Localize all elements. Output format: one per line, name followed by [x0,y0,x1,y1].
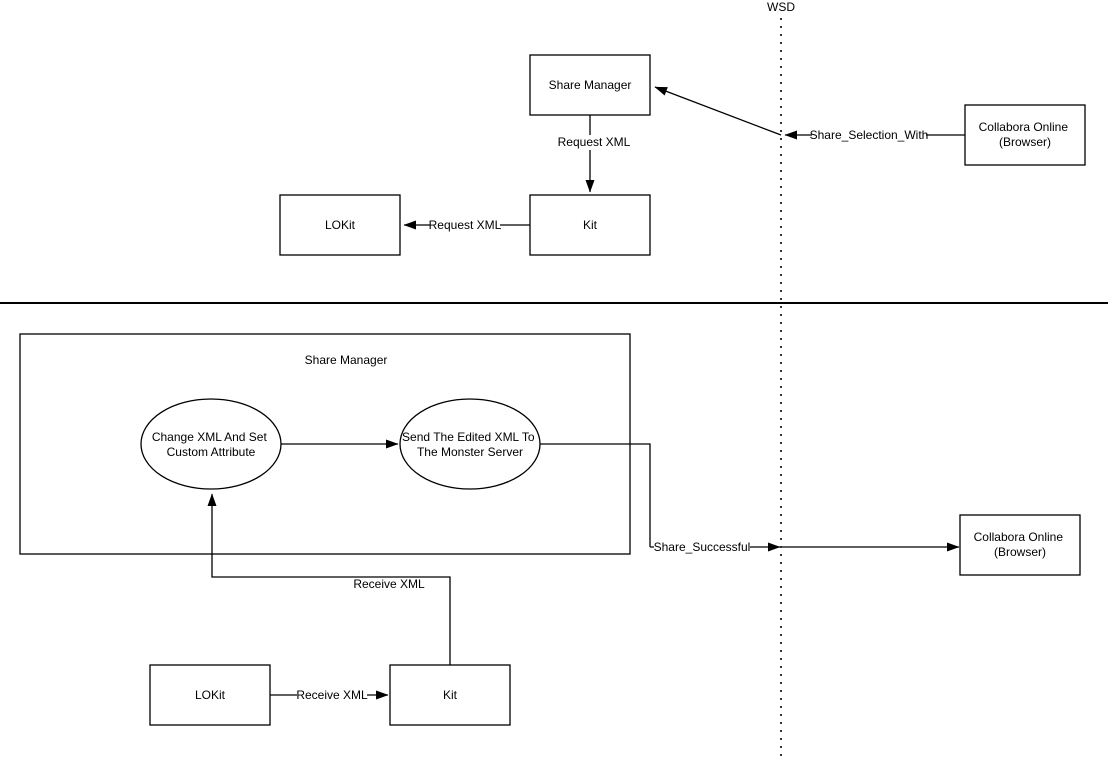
collabora-top-node: Collabora Online (Browser) [964,104,1086,166]
collabora-top-label: Collabora Online (Browser) [979,120,1072,149]
share-successful-label: Share_Successful [654,540,751,554]
request-xml-left-label: Request XML [429,218,502,232]
lokit-bottom-label: LOKit [195,688,226,702]
kit-bottom-box [389,664,511,726]
receive-xml-return-path [207,493,451,665]
collabora-bottom-label: Collabora Online (Browser) [974,530,1067,559]
kit-top-label: Kit [583,218,598,232]
share-successful-label-bg [654,540,750,554]
lokit-bottom-node: LOKit [149,664,271,726]
share-selection-diagonal-arrow [654,86,782,136]
receive-xml-upper-label-bg [354,578,424,591]
lokit-top-box [279,194,401,256]
lokit-bottom-box [149,664,271,726]
change-xml-ellipse-node: Change XML And Set Custom Attribute [140,398,282,490]
lokit-top-label: LOKit [325,218,356,232]
collabora-bottom-box [959,514,1081,576]
receive-xml-lower-label-bg [297,688,367,702]
collabora-bottom-node: Collabora Online (Browser) [959,514,1081,576]
share-manager-top-node: Share Manager [529,54,651,116]
share-manager-container-label: Share Manager [305,353,388,367]
request-xml-down-label-bg [557,135,631,150]
request-xml-down-label: Request XML [558,135,631,149]
wsd-label: WSD [767,0,795,14]
share-manager-top-label: Share Manager [549,78,632,92]
kit-bottom-label: Kit [443,688,458,702]
share-successful-path [540,443,651,547]
lokit-top-node: LOKit [279,194,401,256]
request-xml-left-label-bg [430,218,500,232]
send-xml-ellipse-label: Send The Edited XML To The Monster Serve… [402,430,538,459]
send-xml-ellipse-node: Send The Edited XML To The Monster Serve… [399,398,541,490]
share-selection-with-label-bg [812,127,926,142]
change-xml-ellipse [140,398,282,490]
share-selection-with-label: Share_Selection_With [810,128,929,142]
receive-xml-upper-label: Receive XML [353,577,425,591]
receive-xml-lower-label: Receive XML [296,688,368,702]
change-xml-ellipse-label: Change XML And Set Custom Attribute [152,430,270,459]
kit-top-node: Kit [529,194,651,256]
send-xml-ellipse [399,398,541,490]
kit-top-box [529,194,651,256]
kit-bottom-node: Kit [389,664,511,726]
